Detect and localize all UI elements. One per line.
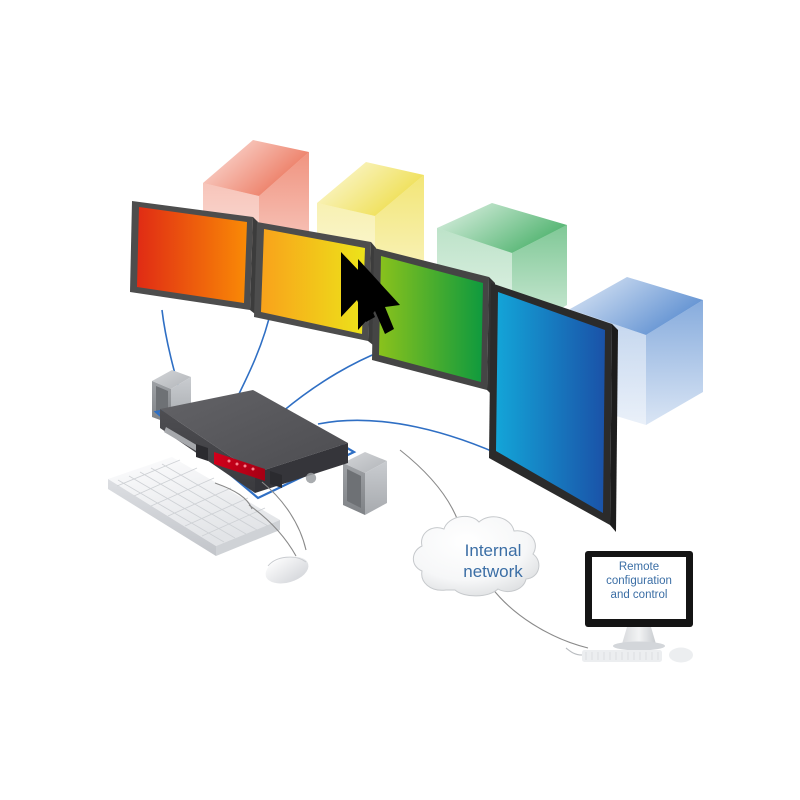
local-keyboard[interactable] — [108, 457, 280, 556]
kvm-led-indicators — [227, 459, 255, 471]
kvm-led-panel — [214, 452, 265, 481]
remote-mouse — [669, 647, 693, 663]
keyboard-to-mouse-cable — [248, 504, 297, 557]
monitor-red — [130, 201, 258, 314]
remote-keyboard-cable — [565, 647, 583, 656]
peripheral-cables — [214, 481, 307, 557]
kvm-brand-logo — [305, 472, 317, 484]
remote-monitor-base — [613, 641, 665, 651]
kvm-switch-appliance[interactable] — [153, 390, 357, 500]
monitor-blue — [489, 283, 618, 532]
remote-monitor-stand — [622, 627, 656, 644]
remote-monitor-screen — [592, 557, 686, 619]
kvm-button-right — [270, 471, 282, 488]
network-cable-cloud-to-remote — [491, 587, 589, 649]
monitor-green — [372, 248, 495, 396]
speaker-right — [343, 452, 387, 515]
kvm-top-face — [160, 390, 348, 473]
monitor-yellow — [254, 222, 376, 345]
internal-network-cloud — [412, 515, 540, 597]
local-mouse[interactable] — [262, 552, 311, 588]
on-screen-pointer-icon — [341, 252, 400, 334]
kvm-button-left — [196, 444, 208, 461]
mouse-cable — [261, 481, 307, 551]
kvm-vent-strip — [164, 427, 205, 455]
remote-station[interactable] — [565, 551, 693, 663]
